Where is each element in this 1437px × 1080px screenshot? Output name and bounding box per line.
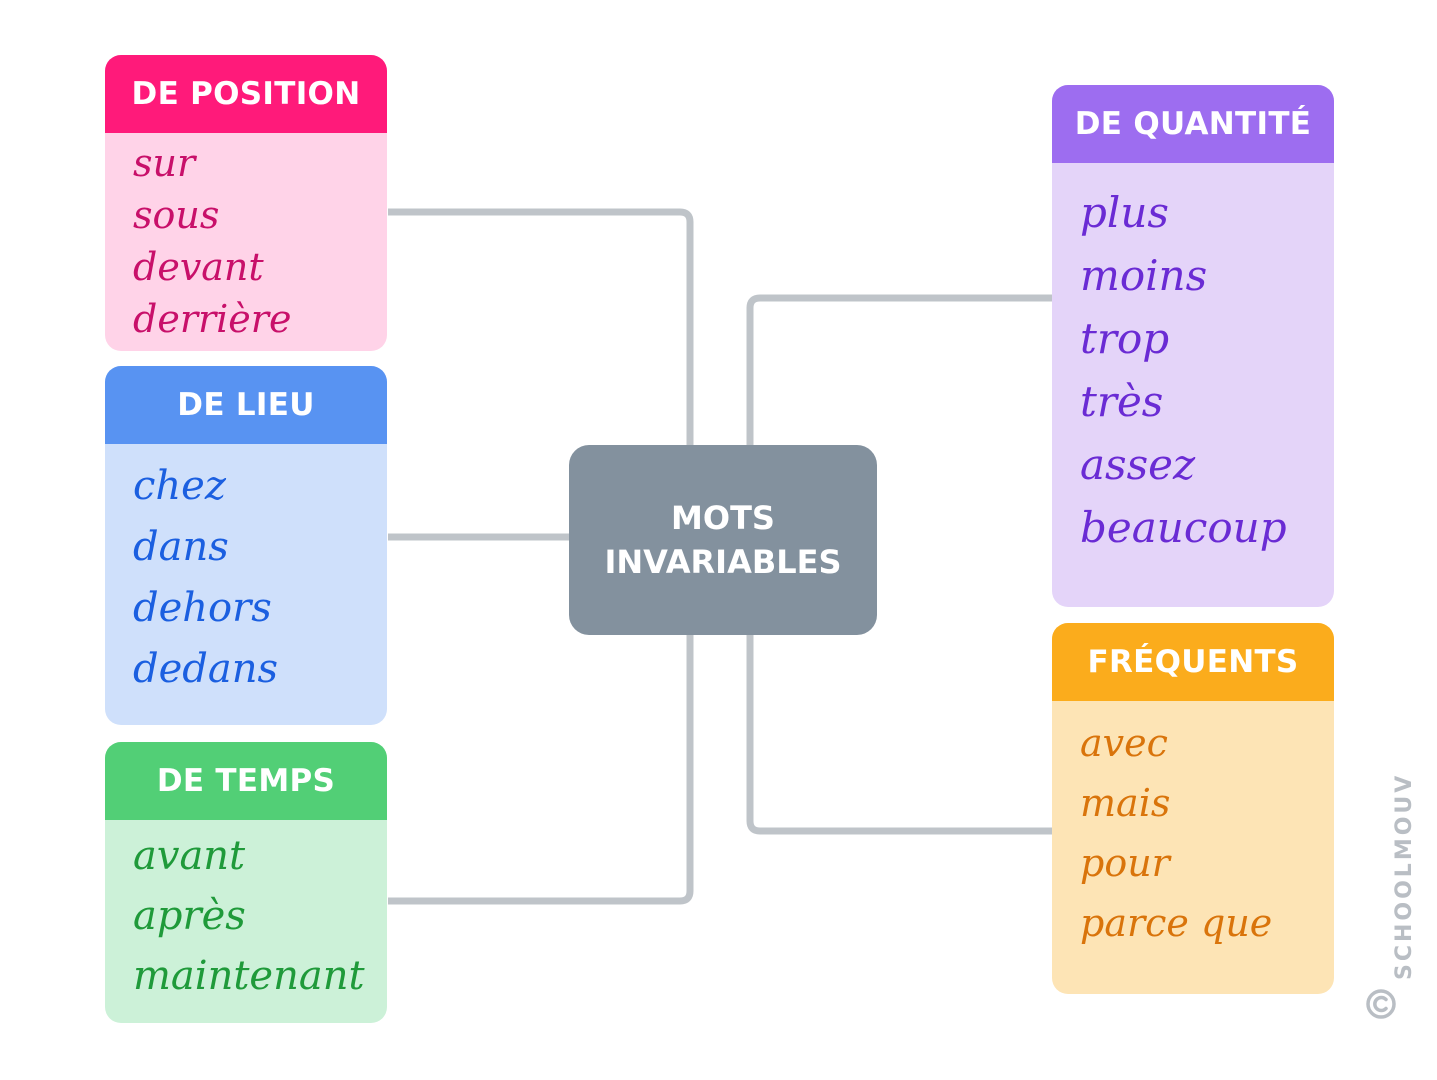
category-card-position: DE POSITION sur sous devant derrière [105,55,387,351]
word-item: beaucoup [1080,503,1287,552]
word-item: moins [1080,251,1208,300]
word-item: parce que [1080,901,1273,945]
word-item: avec [1080,721,1168,765]
category-card-temps: DE TEMPS avant après maintenant [105,742,387,1023]
copyright-icon [1366,989,1396,1019]
word-item: plus [1080,188,1169,237]
word-item: dans [133,524,229,570]
watermark-text: SCHOOLMOUV [1392,772,1417,980]
category-header-frequents: FRÉQUENTS [1052,623,1334,701]
category-header-position: DE POSITION [105,55,387,133]
category-card-quantite: DE QUANTITÉ plus moins trop très assez b… [1052,85,1334,607]
word-item: après [133,893,246,939]
word-item: maintenant [133,953,365,999]
category-header-temps: DE TEMPS [105,742,387,820]
word-item: mais [1080,781,1171,825]
word-item: pour [1080,841,1170,885]
word-item: chez [133,463,226,509]
word-item: derrière [133,297,292,341]
connector-position [388,208,694,445]
central-node-line2: INVARIABLES [604,543,842,581]
word-item: assez [1080,440,1196,489]
word-item: très [1080,377,1164,426]
category-header-quantite: DE QUANTITÉ [1052,85,1334,163]
word-item: dedans [133,646,279,692]
word-item: devant [133,245,264,289]
category-card-lieu: DE LIEU chez dans dehors dedans [105,366,387,725]
word-item: dehors [133,585,272,631]
central-node: MOTS INVARIABLES [569,445,877,635]
word-item: sous [133,193,220,237]
word-item: avant [133,833,246,879]
word-item: trop [1080,314,1170,363]
category-card-frequents: FRÉQUENTS avec mais pour parce que [1052,623,1334,994]
central-node-line1: MOTS [671,499,775,537]
connector-quantite [746,294,1052,445]
word-item: sur [133,141,196,185]
connector-frequents [746,635,1052,835]
connector-temps [388,635,694,905]
category-header-lieu: DE LIEU [105,366,387,444]
